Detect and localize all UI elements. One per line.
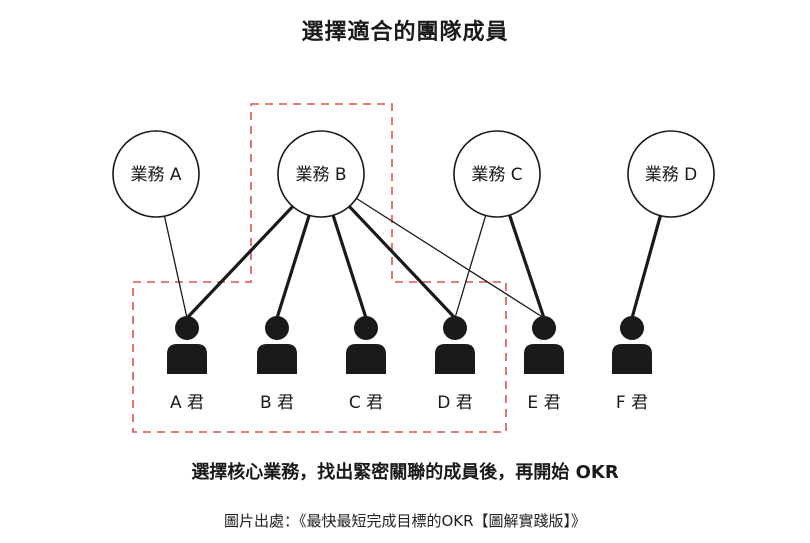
- member-node-f: F 君: [612, 316, 652, 413]
- link-B-C: [331, 212, 368, 320]
- person-icon: [257, 316, 297, 374]
- person-icon: [435, 316, 475, 374]
- business-nodes: 業務 A 業務 B 業務 C 業務 D: [112, 130, 715, 218]
- business-label: 業務 B: [295, 165, 346, 185]
- dashed-selection-border: [132, 103, 507, 433]
- selection-outline: [132, 103, 507, 433]
- member-node-a: A 君: [167, 316, 207, 413]
- member-label: C 君: [349, 393, 383, 413]
- business-node-a: 業務 A: [112, 130, 200, 218]
- person-icon: [612, 316, 652, 374]
- business-node-b: 業務 B: [277, 130, 365, 218]
- person-icon: [524, 316, 564, 374]
- link-B-D: [346, 204, 457, 320]
- business-node-c: 業務 C: [453, 130, 541, 218]
- member-label: A 君: [170, 393, 204, 413]
- member-label: B 君: [260, 393, 294, 413]
- links: [163, 197, 663, 320]
- link-D-F: [630, 213, 663, 320]
- link-C-D: [454, 213, 487, 319]
- business-circle: [453, 130, 541, 218]
- member-node-d: D 君: [435, 316, 475, 413]
- link-B-A: [185, 204, 296, 320]
- member-node-c: C 君: [346, 316, 386, 413]
- link-B-E: [354, 197, 545, 319]
- member-label: D 君: [437, 393, 473, 413]
- link-C-E: [507, 212, 546, 320]
- source-credit: 圖片出處：《最快最短完成目標的OKR【圖解實踐版】》: [223, 512, 587, 530]
- business-label: 業務 D: [645, 165, 698, 185]
- diagram-title: 選擇適合的團隊成員: [301, 20, 509, 45]
- member-label: F 君: [616, 393, 648, 413]
- person-icon: [167, 316, 207, 374]
- member-node-e: E 君: [524, 316, 564, 413]
- business-circle: [627, 130, 715, 218]
- business-node-d: 業務 D: [627, 130, 715, 218]
- member-label: E 君: [527, 393, 560, 413]
- person-icon: [346, 316, 386, 374]
- business-label: 業務 C: [471, 165, 522, 185]
- business-circle: [112, 130, 200, 218]
- member-node-b: B 君: [257, 316, 297, 413]
- business-label: 業務 A: [130, 165, 181, 185]
- business-circle: [277, 130, 365, 218]
- diagram-caption: 選擇核心業務，找出緊密關聯的成員後，再開始 OKR: [191, 462, 619, 483]
- link-A-A: [163, 214, 188, 319]
- link-B-B: [275, 212, 312, 320]
